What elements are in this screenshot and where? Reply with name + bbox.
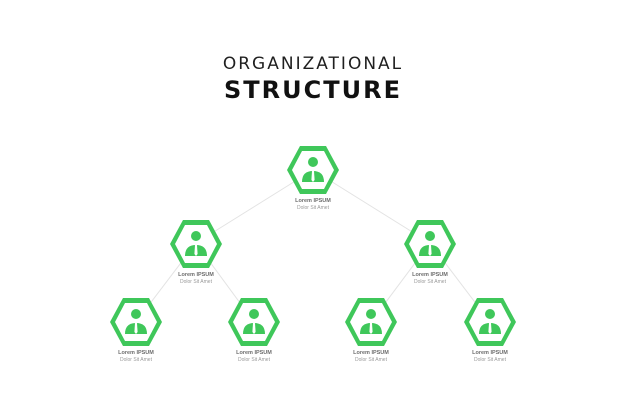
node-name: Lorem IPSUM [236,350,272,356]
person-icon [228,298,280,346]
node-role: Dolor Sit Amet [414,279,446,285]
person-icon [404,220,456,268]
person-icon [464,298,516,346]
org-node-bottom-1: Lorem IPSUM Dolor Sit Amet [96,296,176,364]
connector-line [312,169,431,244]
org-node-bottom-3: Lorem IPSUM Dolor Sit Amet [331,296,411,364]
person-icon [170,220,222,268]
node-name: Lorem IPSUM [412,272,448,278]
node-name: Lorem IPSUM [472,350,508,356]
node-name: Lorem IPSUM [118,350,154,356]
org-node-bottom-2: Lorem IPSUM Dolor Sit Amet [214,296,294,364]
node-role: Dolor Sit Amet [474,357,506,363]
node-role: Dolor Sit Amet [238,357,270,363]
title-line-1: ORGANIZATIONAL [222,54,404,74]
org-node-mid-right: Lorem IPSUM Dolor Sit Amet [390,218,470,286]
org-node-bottom-4: Lorem IPSUM Dolor Sit Amet [450,296,530,364]
node-role: Dolor Sit Amet [180,279,212,285]
org-node-mid-left: Lorem IPSUM Dolor Sit Amet [156,218,236,286]
node-role: Dolor Sit Amet [297,205,329,211]
connector-line [195,169,314,244]
node-name: Lorem IPSUM [295,198,331,204]
person-icon [287,146,339,194]
node-role: Dolor Sit Amet [355,357,387,363]
person-icon [345,298,397,346]
org-node-top: Lorem IPSUM Dolor Sit Amet [273,144,353,212]
node-role: Dolor Sit Amet [120,357,152,363]
node-name: Lorem IPSUM [353,350,389,356]
title-line-2: STRUCTURE [224,76,402,104]
person-icon [110,298,162,346]
node-name: Lorem IPSUM [178,272,214,278]
